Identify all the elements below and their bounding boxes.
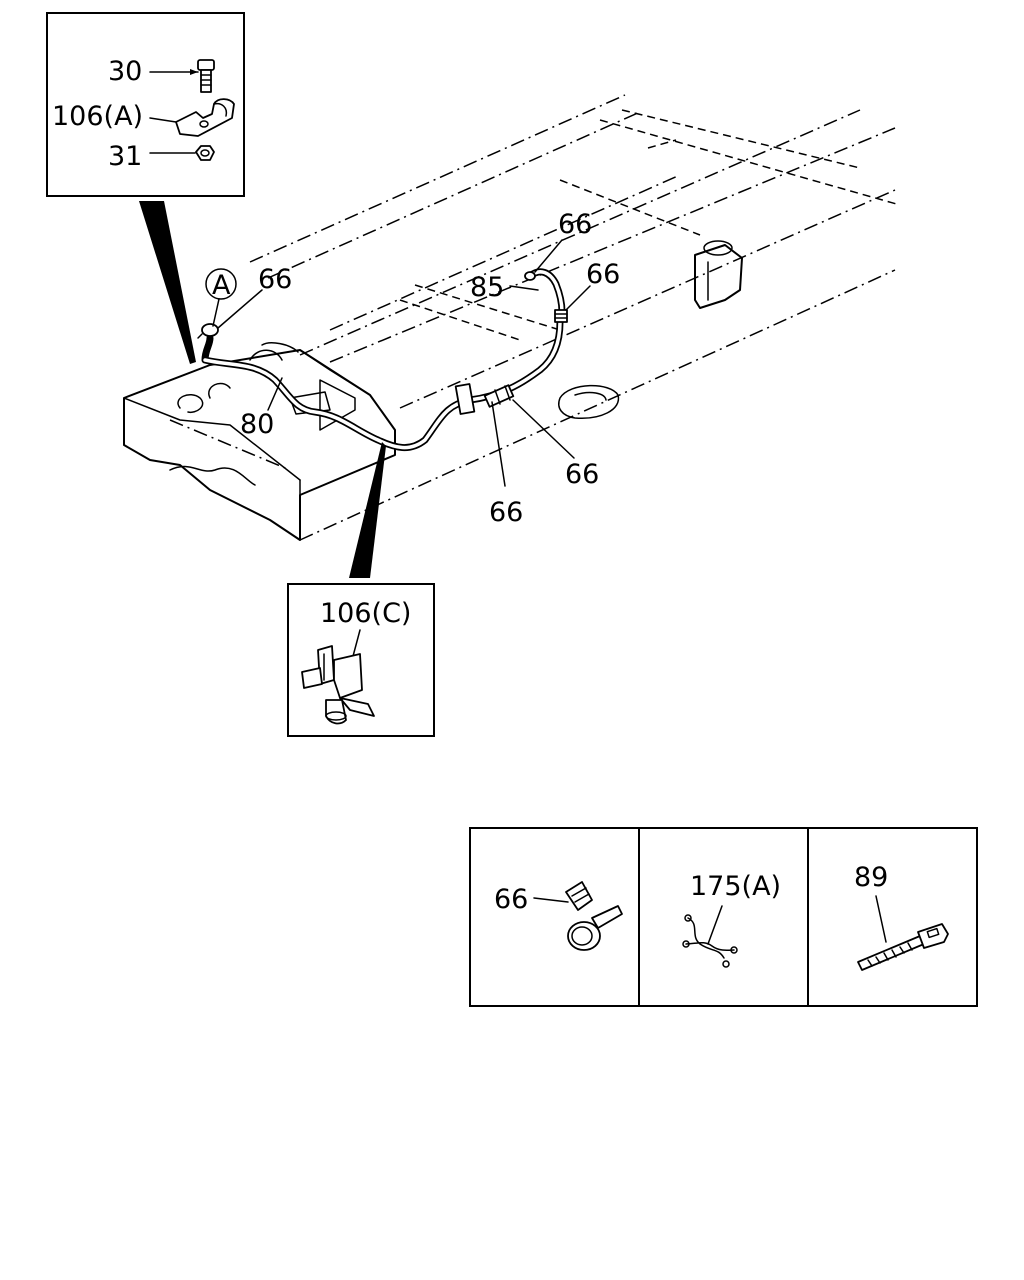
ref-circle-a — [205, 268, 237, 300]
label-66-hose-end: 66 — [586, 259, 620, 290]
label-66-left: 66 — [258, 264, 292, 295]
parts-cell-175a: 175(A) — [682, 871, 781, 968]
parts-label-89: 89 — [854, 862, 888, 893]
inset-top: 30 106(A) 31 — [46, 12, 245, 197]
label-106a: 106(A) — [52, 101, 143, 132]
label-66-hose-top: 66 — [558, 209, 592, 240]
label-66-bottom: 66 — [489, 497, 523, 528]
inset-mid: 106(C) — [287, 583, 435, 737]
hose-clamp-icon — [565, 881, 623, 951]
vehicle-frame — [123, 94, 901, 541]
parts-cell-66: 66 — [494, 881, 623, 951]
bolt-icon — [197, 59, 215, 93]
parts-label-66: 66 — [494, 884, 528, 915]
callout-wedge-mid — [349, 442, 386, 578]
callout-wedge-top — [139, 201, 196, 364]
clip-c-icon — [301, 645, 375, 725]
nut-icon — [195, 145, 215, 161]
label-31: 31 — [108, 141, 142, 172]
cable-tie-icon — [857, 923, 949, 971]
label-106c: 106(C) — [320, 598, 411, 629]
clamp-a-icon — [197, 323, 219, 339]
parts-label-175a: 175(A) — [690, 871, 781, 902]
label-80: 80 — [240, 409, 274, 440]
parts-cell-89: 89 — [854, 862, 949, 971]
label-66-right: 66 — [565, 459, 599, 490]
brake-pipe — [201, 318, 564, 451]
label-30: 30 — [108, 56, 142, 87]
label-circle-a: A — [212, 270, 231, 301]
parts-box: 66 175(A) — [469, 827, 978, 1007]
wire-clip-icon — [682, 914, 738, 968]
clip-icon — [175, 98, 235, 137]
rubber-hose — [524, 268, 568, 323]
label-85: 85 — [470, 272, 504, 303]
